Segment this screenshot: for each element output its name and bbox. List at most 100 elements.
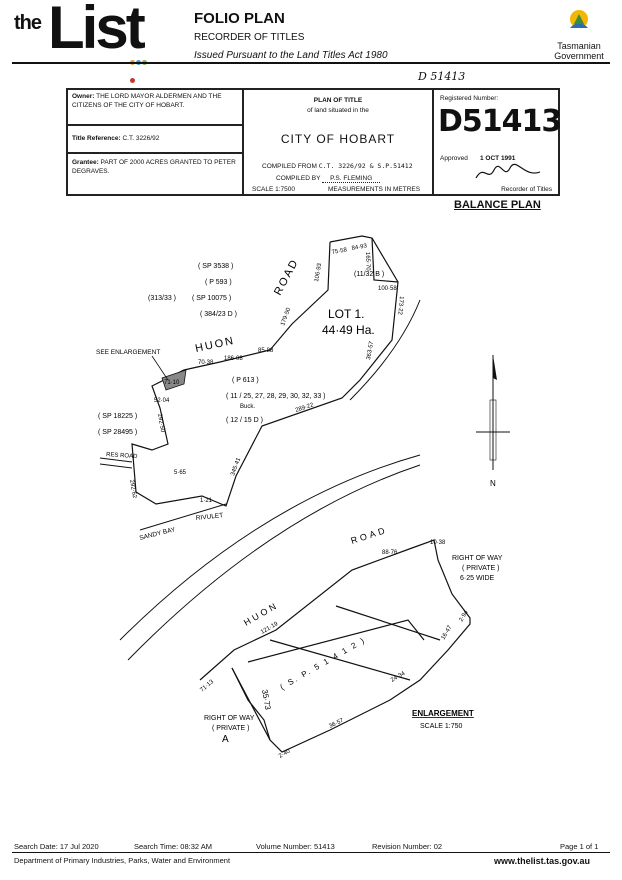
- signature-icon: [475, 163, 541, 179]
- rivulet-line: [139, 503, 227, 531]
- page-subtitle: RECORDER OF TITLES: [194, 32, 305, 43]
- enlargement-leader: [151, 355, 169, 381]
- enl-dist-4: 16·47: [441, 624, 454, 641]
- revision-number: Revision Number: 02: [372, 842, 443, 851]
- registered-cell: Registered Number: D51413 Approved 1 OCT…: [433, 89, 562, 195]
- dist-19: 292·62: [128, 479, 137, 499]
- dist-14: 289·22: [295, 402, 315, 414]
- curve-line-2: [127, 464, 421, 661]
- tasmanian-government-logo: Tasmanian Government: [548, 6, 610, 61]
- city-name: CITY OF HOBART: [280, 132, 396, 146]
- enlargement-scale: SCALE 1:750: [420, 723, 463, 730]
- north-arrow-icon: [476, 355, 510, 470]
- label-area: 44·49 Ha.: [322, 323, 375, 337]
- dist-15: 292·50: [156, 413, 165, 433]
- dist-10: 186·08: [224, 356, 243, 362]
- dist-5: 100·58: [378, 286, 397, 292]
- volume-number: Volume Number: 51413: [256, 842, 335, 851]
- grantee-label: Grantee:: [72, 159, 99, 166]
- plan-of-title: PLAN OF TITLE: [313, 97, 363, 104]
- owner-cell: Owner: THE LORD MAYOR ALDERMEN AND THE C…: [67, 89, 243, 125]
- approved-label: Approved: [440, 155, 468, 162]
- footer-rule: [12, 852, 610, 853]
- gov-line1: Tasmanian: [557, 41, 601, 51]
- label-sp18225: ( SP 18225 ): [98, 413, 137, 420]
- label-sp3538: ( SP 3538 ): [198, 263, 233, 270]
- balance-plan-heading: BALANCE PLAN: [454, 199, 541, 211]
- enl-dist-9: 2·40: [278, 748, 292, 760]
- logo-the-text: the: [14, 12, 42, 34]
- scale-text: SCALE 1:7500: [252, 186, 296, 193]
- dist-6: 173·22: [396, 296, 404, 316]
- header-rule: [12, 62, 610, 64]
- grantee-text: PART OF 2000 ACRES GRANTED TO PETER DEGR…: [72, 159, 236, 175]
- compiled-by-label: COMPILED BY: [276, 175, 321, 182]
- enl-dist-6: 36·57: [328, 718, 345, 730]
- dist-1: 75·58: [331, 247, 348, 256]
- road-edge-line: [349, 299, 421, 401]
- recorder-label: Recorder of Titles: [501, 186, 552, 193]
- label-lot-1: LOT 1.: [328, 307, 364, 321]
- label-11-32: (11/32 B ): [354, 271, 384, 278]
- letter-a: A: [222, 734, 229, 745]
- see-enlargement-marker: [161, 369, 187, 391]
- approved-date: 1 OCT 1991: [480, 155, 516, 162]
- enl-dist-10: 2·94: [459, 609, 471, 623]
- north-label: N: [490, 479, 496, 488]
- land-situated: of land situated in the: [307, 107, 369, 114]
- plan-of-title-cell: PLAN OF TITLE of land situated in the CI…: [243, 89, 433, 195]
- department-name: Department of Primary Industries, Parks,…: [14, 856, 231, 865]
- dist-8: 363·57: [366, 340, 375, 360]
- dist-12: 71·10: [164, 380, 180, 386]
- enl-dist-5: 24·34: [390, 671, 407, 684]
- registered-number: D51413: [438, 104, 562, 139]
- title-box: Owner: THE LORD MAYOR ALDERMEN AND THE C…: [66, 88, 562, 196]
- label-huon-upper: HUON: [194, 335, 236, 355]
- dist-2: 84·93: [351, 243, 368, 252]
- act-line: Issued Pursuant to the Land Titles Act 1…: [194, 50, 388, 61]
- website-link[interactable]: www.thelist.tas.gov.au: [494, 856, 591, 866]
- label-sp28495: ( SP 28495 ): [98, 429, 137, 436]
- enl-dist-2: 10·38: [430, 540, 446, 546]
- label-p613: ( P 613 ): [232, 377, 259, 384]
- title-reference-cell: Title Reference: C.T. 3226/92: [67, 125, 243, 153]
- res-road-lines: [99, 457, 133, 469]
- owner-label: Owner:: [72, 93, 95, 100]
- gov-line2: Government: [554, 51, 604, 61]
- compiled-from-label: COMPILED FROM: [262, 163, 317, 170]
- dist-13: 52·04: [154, 398, 170, 404]
- page-title: FOLIO PLAN: [194, 10, 285, 27]
- enlargement-title: ENLARGEMENT: [412, 709, 474, 718]
- enl-road-label: ROAD: [350, 525, 389, 546]
- dist-7: 179·50: [280, 306, 292, 326]
- label-see-enlargement: SEE ENLARGEMENT: [96, 349, 160, 356]
- row2-private: ( PRIVATE ): [212, 725, 249, 732]
- label-sp10075: ( SP 10075 ): [192, 295, 231, 302]
- label-road-upper: ROAD: [272, 257, 301, 298]
- measurements-text: MEASUREMENTS IN METRES: [328, 186, 421, 193]
- compiled-by-value: P.S. FLEMING: [322, 175, 381, 183]
- label-12-15: ( 12 / 15 D ): [226, 417, 263, 424]
- compiled-from-value: C.T. 3226/92 & S.P.51412: [318, 162, 413, 170]
- search-time: Search Time: 08:32 AM: [134, 842, 212, 851]
- label-buck: Buck.: [240, 404, 255, 410]
- title-ref-value: C.T. 3226/92: [122, 135, 160, 142]
- grantee-cell: Grantee: PART OF 2000 ACRES GRANTED TO P…: [67, 153, 243, 195]
- logo-list-text: List: [48, 0, 146, 61]
- enl-dist-7: 35·73: [260, 689, 273, 711]
- row-width: 6·25 WIDE: [460, 575, 495, 582]
- label-p593: ( P 593 ): [205, 279, 232, 286]
- label-384: ( 384/23 D ): [200, 311, 237, 318]
- curve-line-1: [119, 454, 421, 641]
- enl-dist-1: 88·76: [382, 550, 398, 556]
- enlargement-boundary: [199, 539, 471, 753]
- title-ref-label: Title Reference:: [72, 135, 121, 142]
- enl-dist-8: 71·13: [199, 679, 215, 694]
- owner-text: THE LORD MAYOR ALDERMEN AND THE CITIZENS…: [72, 93, 222, 109]
- dist-3: 165·70: [364, 252, 371, 272]
- dist-18: 1·21: [200, 498, 213, 504]
- search-date: Search Date: 17 Jul 2020: [14, 842, 99, 851]
- dist-11: 70·38: [198, 360, 214, 366]
- tasmanian-crest-icon: [570, 10, 588, 28]
